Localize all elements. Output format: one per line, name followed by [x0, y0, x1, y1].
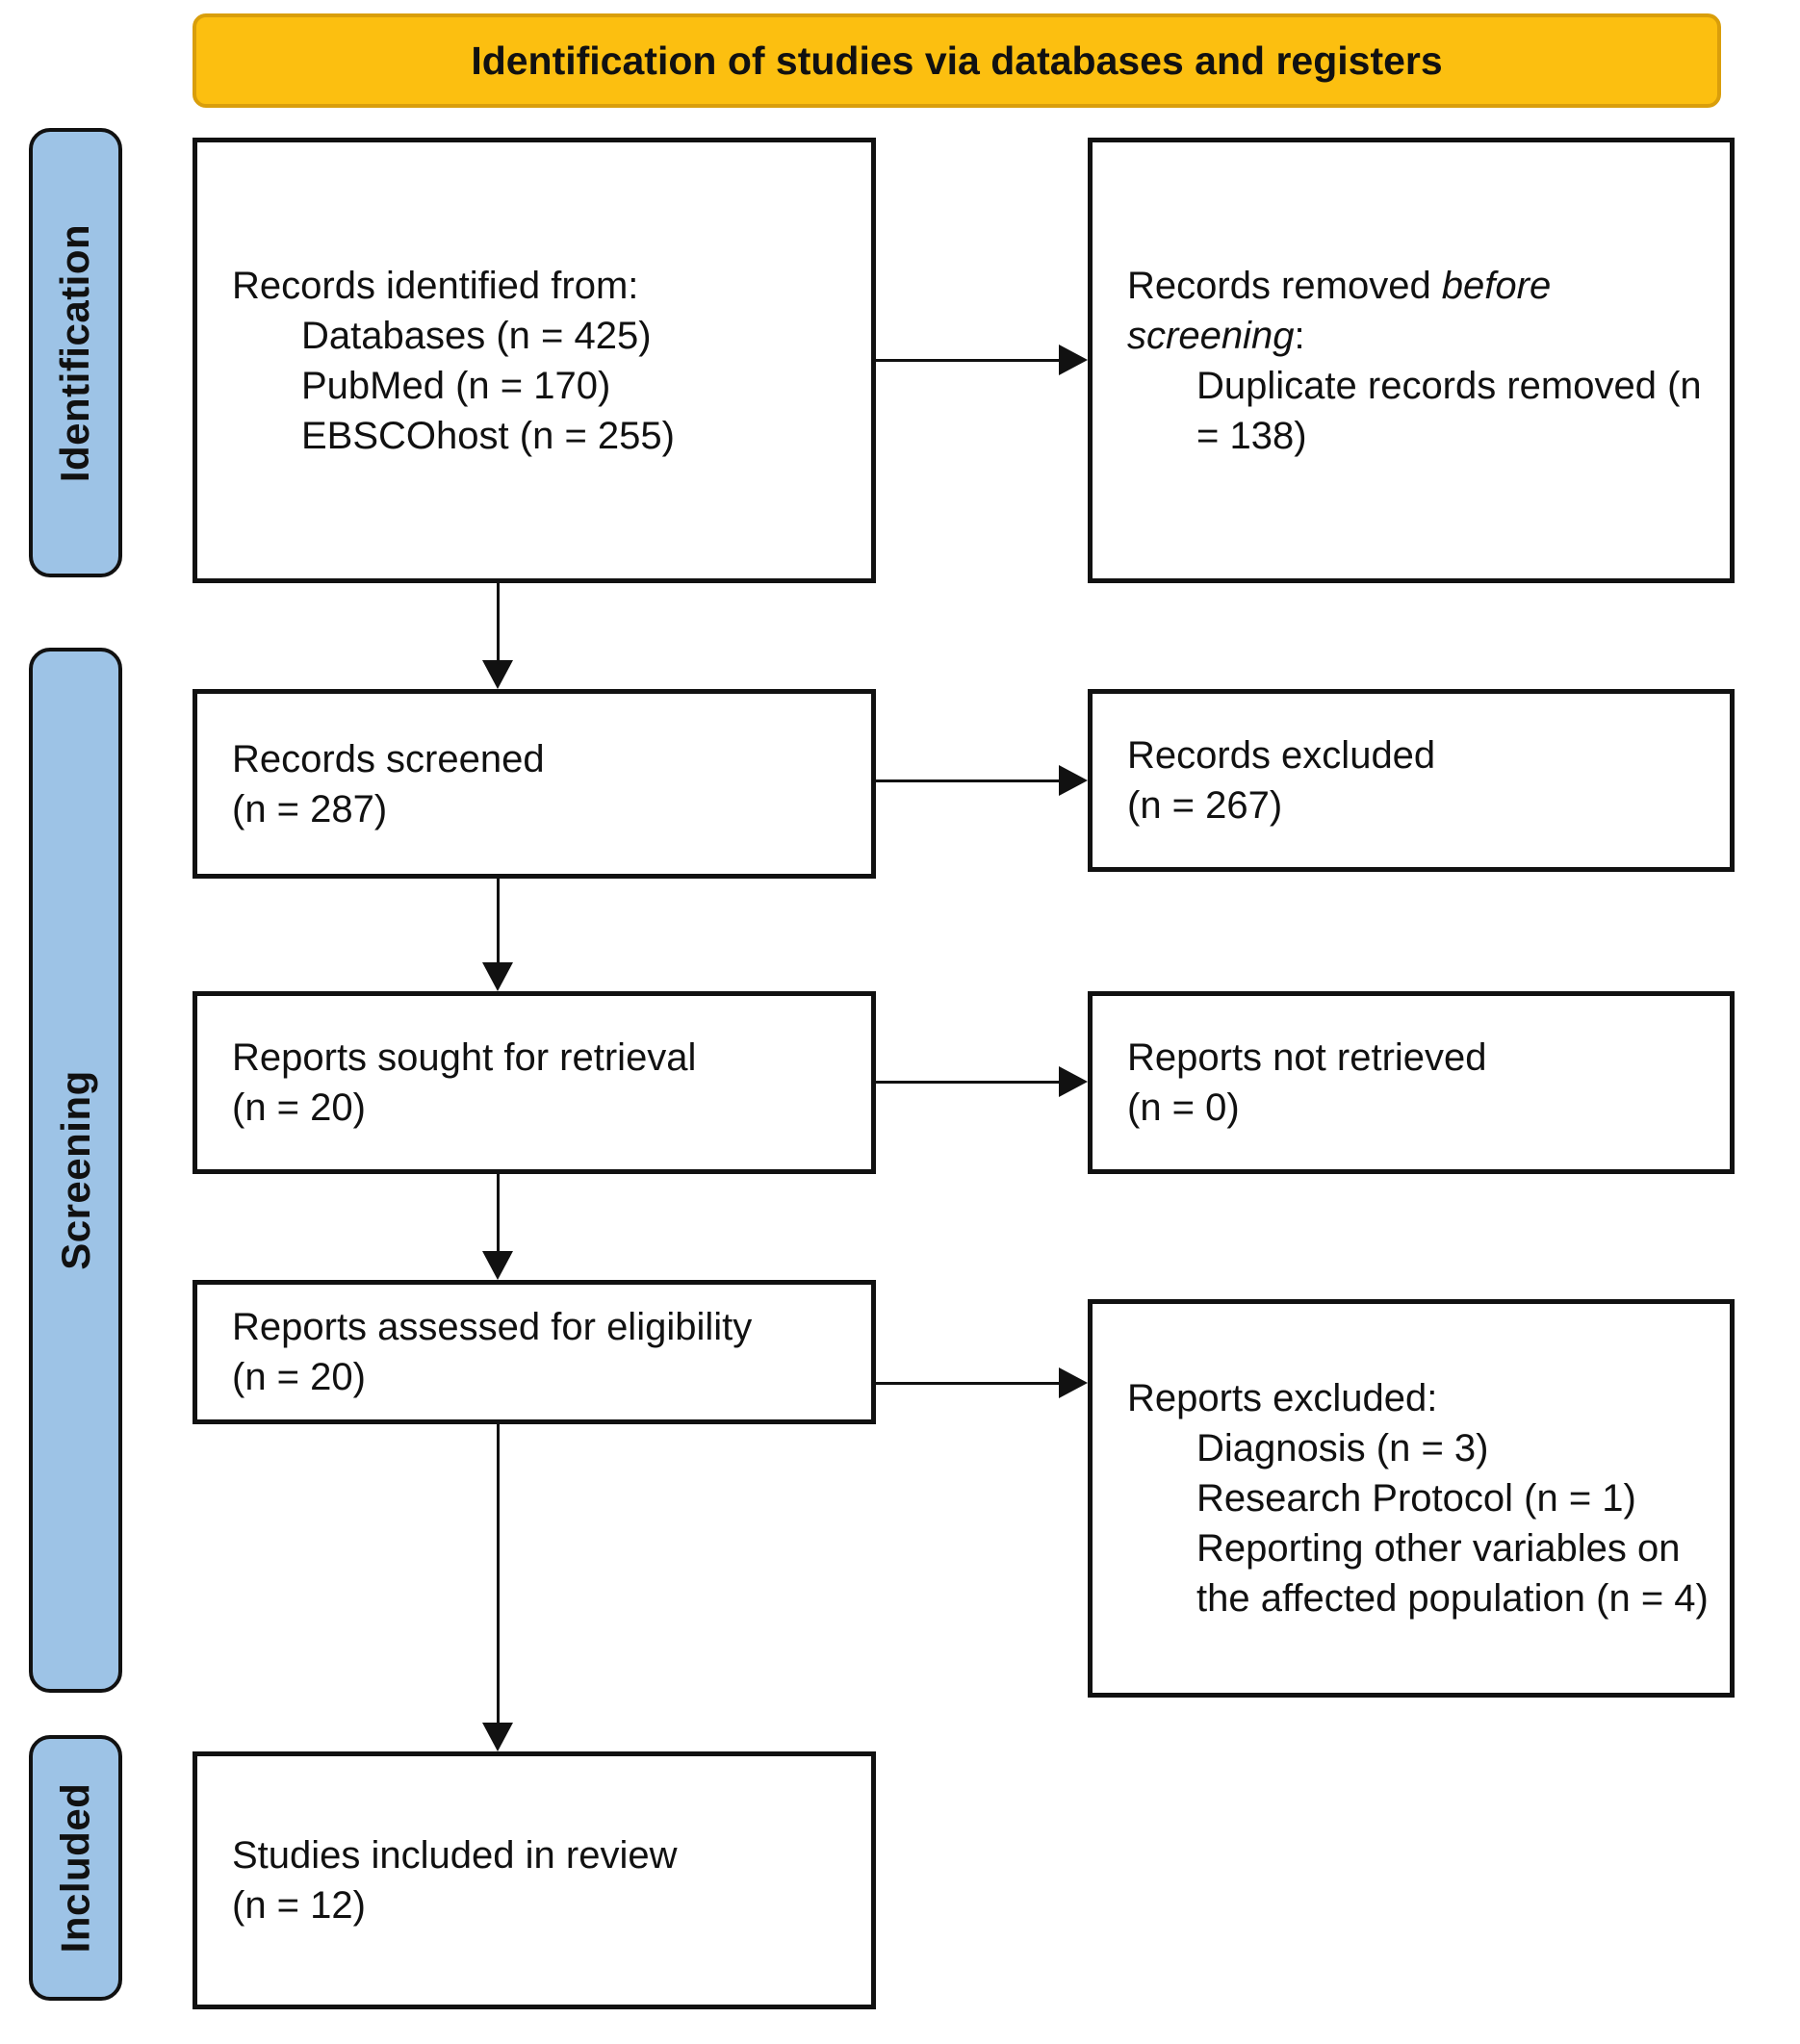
- records-removed-heading: Records removed before screening:: [1127, 261, 1716, 361]
- arrow-screened-to-sought-line: [497, 879, 500, 964]
- arrow-assessed-to-reportsexcluded-head: [1059, 1367, 1088, 1398]
- records-removed-suffix: :: [1294, 314, 1305, 357]
- banner-title: Identification of studies via databases …: [193, 13, 1721, 108]
- records-identified-item-pubmed: PubMed (n = 170): [301, 364, 611, 407]
- phase-label-included-text: Included: [52, 1782, 98, 1954]
- box-reports-sought: Reports sought for retrieval (n = 20): [193, 991, 876, 1174]
- phase-label-identification-text: Identification: [52, 223, 98, 482]
- arrow-sought-to-assessed-head: [482, 1251, 513, 1280]
- arrow-identified-to-removed-line: [876, 359, 1061, 362]
- reports-not-retrieved-label: Reports not retrieved: [1127, 1036, 1487, 1079]
- records-removed-italic: before screening: [1127, 264, 1552, 357]
- arrow-screened-to-excluded-line: [876, 779, 1061, 782]
- arrow-identified-to-screened-line: [497, 583, 500, 662]
- arrow-identified-to-screened-head: [482, 660, 513, 689]
- box-reports-assessed: Reports assessed for eligibility (n = 20…: [193, 1280, 876, 1424]
- box-reports-not-retrieved: Reports not retrieved (n = 0): [1088, 991, 1735, 1174]
- reports-sought-label: Reports sought for retrieval: [232, 1036, 697, 1079]
- records-screened-label: Records screened: [232, 737, 545, 780]
- records-identified-heading: Records identified from:: [232, 264, 639, 307]
- reports-not-retrieved-count: (n = 0): [1127, 1086, 1240, 1129]
- records-removed-prefix: Records removed: [1127, 264, 1442, 307]
- arrow-sought-to-notretrieved-head: [1059, 1066, 1088, 1097]
- arrow-screened-to-excluded-head: [1059, 765, 1088, 796]
- box-reports-excluded: Reports excluded: Diagnosis (n = 3) Rese…: [1088, 1299, 1735, 1698]
- arrow-assessed-to-included-head: [482, 1723, 513, 1751]
- reports-sought-count: (n = 20): [232, 1086, 366, 1129]
- records-excluded-count: (n = 267): [1127, 784, 1283, 827]
- records-identified-item-databases: Databases (n = 425): [301, 314, 652, 357]
- arrow-sought-to-assessed-line: [497, 1174, 500, 1253]
- banner-title-text: Identification of studies via databases …: [471, 38, 1443, 83]
- records-removed-item-duplicates: Duplicate records removed (n = 138): [1196, 364, 1702, 457]
- studies-included-label: Studies included in review: [232, 1834, 678, 1877]
- records-screened-count: (n = 287): [232, 787, 388, 830]
- arrow-assessed-to-reportsexcluded-line: [876, 1382, 1061, 1385]
- box-records-removed: Records removed before screening: Duplic…: [1088, 138, 1735, 583]
- records-identified-item-ebscohost: EBSCOhost (n = 255): [301, 414, 675, 457]
- arrow-assessed-to-included-line: [497, 1424, 500, 1725]
- reports-excluded-item-other-variables: Reporting other variables on the affecte…: [1196, 1527, 1709, 1620]
- arrow-identified-to-removed-head: [1059, 345, 1088, 375]
- records-excluded-label: Records excluded: [1127, 734, 1436, 777]
- studies-included-count: (n = 12): [232, 1884, 366, 1927]
- reports-assessed-label: Reports assessed for eligibility: [232, 1306, 753, 1348]
- arrow-sought-to-notretrieved-line: [876, 1081, 1061, 1084]
- phase-label-identification: Identification: [29, 128, 122, 577]
- box-records-excluded: Records excluded (n = 267): [1088, 689, 1735, 872]
- box-records-screened: Records screened (n = 287): [193, 689, 876, 879]
- box-studies-included: Studies included in review (n = 12): [193, 1751, 876, 2009]
- arrow-screened-to-sought-head: [482, 962, 513, 991]
- phase-label-screening: Screening: [29, 648, 122, 1693]
- reports-excluded-item-protocol: Research Protocol (n = 1): [1196, 1477, 1636, 1520]
- phase-label-screening-text: Screening: [52, 1070, 98, 1270]
- phase-label-included: Included: [29, 1735, 122, 2001]
- reports-excluded-item-diagnosis: Diagnosis (n = 3): [1196, 1427, 1489, 1469]
- reports-excluded-heading: Reports excluded:: [1127, 1377, 1438, 1419]
- reports-assessed-count: (n = 20): [232, 1356, 366, 1398]
- box-records-identified: Records identified from: Databases (n = …: [193, 138, 876, 583]
